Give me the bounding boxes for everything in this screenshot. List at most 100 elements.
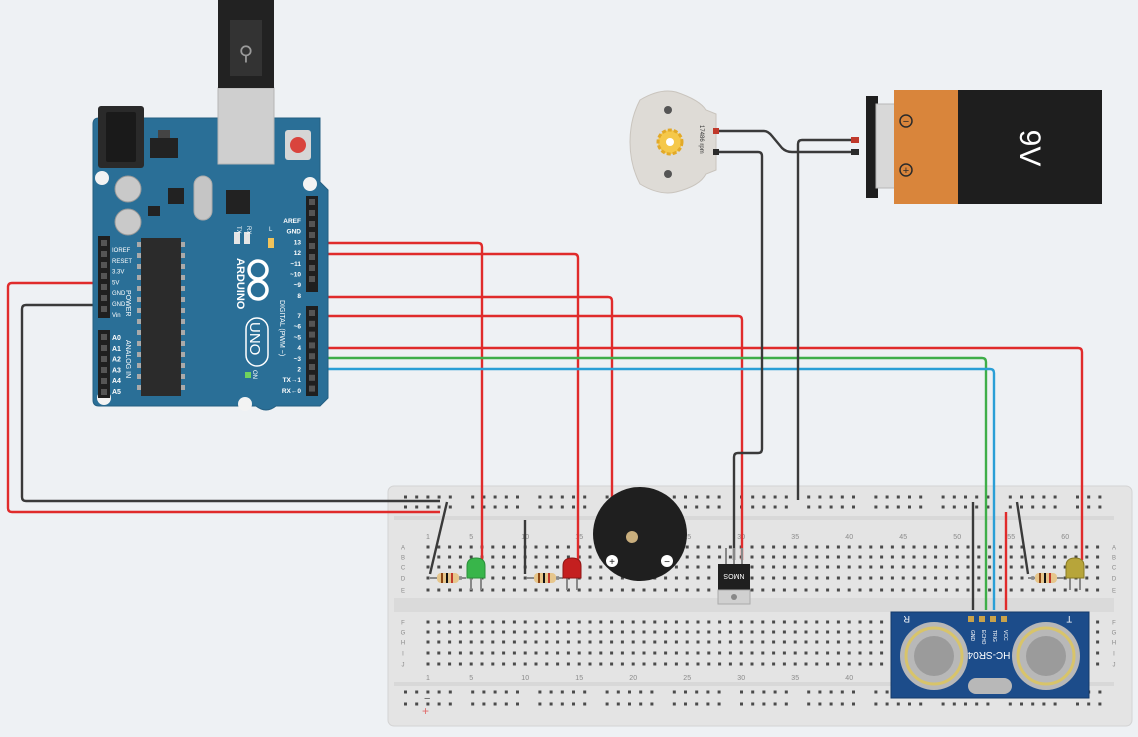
jumper-right-gnd[interactable] bbox=[1015, 501, 1030, 575]
usb-icon: ⚲ bbox=[239, 43, 254, 65]
sensor-pin-label: VCC bbox=[1002, 630, 1008, 641]
digital-pin-label: RX←0 bbox=[282, 388, 302, 395]
battery-9v[interactable]: − + 9V bbox=[851, 90, 1102, 204]
digital-header-low bbox=[306, 306, 318, 396]
power-label: POWER bbox=[124, 290, 131, 316]
digital-pin-label: 12 bbox=[294, 250, 302, 257]
row-letter: H bbox=[401, 641, 405, 647]
battery-label: 9V bbox=[1013, 130, 1046, 167]
power-pin-label: RESET bbox=[112, 259, 132, 265]
digital-pin-label: 2 bbox=[297, 367, 301, 374]
digital-label: DIGITAL (PWM ~) bbox=[278, 300, 285, 356]
sensor-pin-label: TRIG bbox=[991, 630, 997, 642]
rail-plus-label: + bbox=[422, 704, 429, 718]
wire-pin-3[interactable] bbox=[311, 356, 988, 610]
led-rx-label: RX bbox=[245, 226, 251, 234]
resistor-2[interactable] bbox=[527, 573, 563, 583]
column-number: 50 bbox=[953, 534, 961, 541]
mount-hole bbox=[238, 397, 252, 411]
power-pin-label: 5V bbox=[112, 280, 119, 286]
power-pin-label: GND bbox=[112, 291, 126, 297]
led-yellow[interactable] bbox=[1065, 557, 1085, 590]
capacitor bbox=[114, 208, 142, 236]
wire-battery-to-breadboard[interactable] bbox=[796, 138, 858, 500]
arduino-uno[interactable]: ⚲ TX RX L ARDUINO bbox=[92, 0, 329, 411]
row-letter: J bbox=[402, 663, 405, 669]
row-letter: I bbox=[402, 652, 404, 658]
digital-pin-label: 4 bbox=[297, 345, 301, 352]
row-letter: A bbox=[401, 546, 405, 552]
row-letter: J bbox=[1113, 663, 1116, 669]
column-number: 55 bbox=[1007, 534, 1015, 541]
power-pin-label: 3.3V bbox=[112, 270, 124, 276]
column-number: 40 bbox=[845, 675, 853, 682]
row-letter: G bbox=[401, 631, 406, 637]
wire-pin-13[interactable] bbox=[311, 241, 484, 560]
power-pin-label: Vin bbox=[112, 313, 121, 319]
row-letter: E bbox=[401, 589, 405, 595]
arduino-brand: ARDUINO bbox=[234, 258, 246, 310]
sensor-label: HC-SR04 bbox=[967, 649, 1010, 660]
wire-pin-7[interactable] bbox=[311, 314, 744, 560]
led-l-label: L bbox=[269, 227, 273, 233]
wires bbox=[6, 129, 1084, 610]
column-number: 40 bbox=[845, 534, 853, 541]
column-number: 45 bbox=[899, 534, 907, 541]
wire-motor-to-battery[interactable] bbox=[713, 129, 858, 154]
wire-pin-8[interactable] bbox=[311, 295, 614, 560]
column-number: 30 bbox=[737, 675, 745, 682]
row-letter: D bbox=[401, 577, 406, 583]
wire-gnd[interactable] bbox=[20, 303, 440, 503]
digital-pin-label: ~5 bbox=[294, 334, 302, 341]
row-letter: B bbox=[401, 556, 405, 562]
analog-pin-label: A4 bbox=[112, 378, 121, 385]
digital-pin-label: AREF bbox=[283, 218, 301, 225]
led-green[interactable] bbox=[466, 557, 486, 590]
row-letter: B bbox=[1112, 556, 1116, 562]
column-number: 35 bbox=[791, 534, 799, 541]
piezo-buzzer[interactable]: + − bbox=[593, 487, 687, 581]
wire-motor-to-nmos[interactable] bbox=[713, 150, 764, 560]
row-letter: C bbox=[1112, 566, 1117, 572]
digital-pin-label: ~9 bbox=[294, 282, 302, 289]
analog-pin-label: A5 bbox=[112, 389, 121, 396]
resistor-3[interactable] bbox=[1028, 573, 1064, 583]
wire-pin-4[interactable] bbox=[311, 346, 1084, 560]
digital-pin-label: ~6 bbox=[294, 324, 302, 331]
column-number: 10 bbox=[521, 675, 529, 682]
led-red[interactable] bbox=[562, 557, 582, 590]
wire-pin-12[interactable] bbox=[311, 252, 580, 560]
resistor-1[interactable] bbox=[430, 573, 466, 583]
row-letter: G bbox=[1112, 631, 1117, 637]
voltage-regulator bbox=[150, 138, 178, 158]
arduino-logo bbox=[247, 259, 269, 301]
wire-pin-2[interactable] bbox=[311, 367, 996, 610]
row-letter: F bbox=[1112, 621, 1116, 627]
jumper-left-gnd[interactable] bbox=[428, 501, 449, 575]
column-number: 15 bbox=[575, 675, 583, 682]
mount-hole bbox=[95, 171, 109, 185]
dc-motor[interactable]: 17486 rpm bbox=[629, 90, 719, 194]
analog-label: ANALOG IN bbox=[124, 340, 131, 378]
wire-5v[interactable] bbox=[6, 281, 440, 514]
usb-port bbox=[217, 87, 275, 165]
nmos-transistor[interactable]: NMOS bbox=[717, 548, 751, 605]
mount-hole bbox=[303, 177, 317, 191]
digital-pin-label: ~10 bbox=[290, 272, 301, 279]
rail-minus-label: − bbox=[424, 693, 430, 705]
analog-header bbox=[98, 330, 110, 398]
column-number: 1 bbox=[426, 675, 430, 682]
sensor-pin-label: GND bbox=[969, 630, 975, 642]
analog-pin-label: A3 bbox=[112, 367, 121, 374]
power-pin-label: GND bbox=[112, 302, 126, 308]
column-number: 20 bbox=[629, 675, 637, 682]
microcontroller bbox=[141, 238, 181, 396]
buzzer-minus: − bbox=[664, 557, 670, 568]
battery-plus: + bbox=[903, 165, 909, 177]
